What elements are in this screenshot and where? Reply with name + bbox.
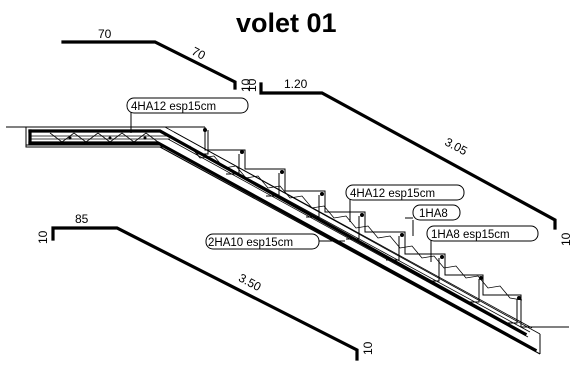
upper-bar-hook-left-dim: 10 — [245, 78, 259, 92]
upper-bar-hook-right-dim: 10 — [559, 232, 572, 246]
top-bar-hook-dim: 10 — [239, 78, 253, 92]
callout-mid-rebar: 4HA12 esp15cm — [345, 184, 465, 222]
upper-bar-shape: 10 1.20 3.05 10 — [245, 77, 572, 246]
lower-bar-hook-left-dim: 10 — [36, 230, 50, 244]
callout-stirrups: 1HA8 esp15cm — [426, 225, 539, 262]
lower-bar-hook-right-dim: 10 — [361, 341, 375, 355]
upper-bar-slope-dim: 3.05 — [442, 135, 469, 158]
lower-bar-flat-dim: 85 — [75, 212, 89, 226]
callout-mid-rebar-label: 4HA12 esp15cm — [350, 188, 435, 200]
callout-top-rebar: 4HA12 esp15cm — [126, 97, 249, 133]
upper-bar-flat-dim: 1.20 — [284, 77, 308, 91]
top-bar-flat-dim: 70 — [98, 27, 112, 41]
callout-single-bar-label: 1HA8 — [419, 208, 448, 220]
callout-stirrups-label: 1HA8 esp15cm — [431, 229, 510, 241]
stair-reinforcement — [28, 128, 538, 353]
top-bar-slope-dim: 70 — [189, 44, 208, 63]
top-bar-shape: 70 70 10 — [61, 27, 253, 92]
drawing-title: volet 01 — [236, 8, 337, 38]
callout-bottom-rebar: 2HA10 esp15cm — [205, 233, 345, 250]
callout-single-bar: 1HA8 — [405, 204, 461, 236]
callout-top-rebar-label: 4HA12 esp15cm — [131, 101, 216, 113]
callout-bottom-rebar-label: 2HA10 esp15cm — [208, 237, 293, 249]
